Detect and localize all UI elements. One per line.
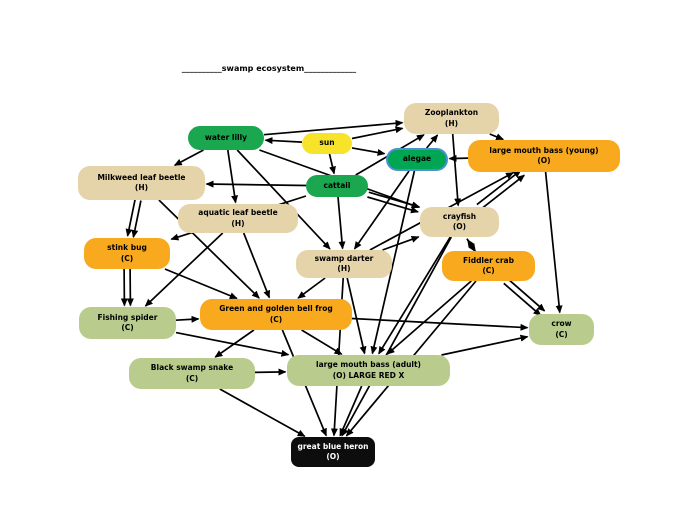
- node-cattail[interactable]: cattail: [306, 175, 368, 197]
- edge-milkweed-to-stinkbug: [131, 200, 142, 239]
- edge-bassadult-to-crow: [441, 334, 529, 356]
- edge-frog-to-snake: [214, 329, 255, 358]
- edge-milkweed-to-stinkbug: [125, 199, 136, 237]
- node-crow[interactable]: crow(C): [529, 314, 594, 345]
- edge-crayfish-to-bassyoung: [480, 174, 525, 211]
- edge-zooplankton-to-bassyoung: [489, 133, 505, 141]
- edge-fiddler-to-bassadult: [386, 280, 472, 355]
- node-crayfish[interactable]: crayfish(O): [420, 207, 499, 237]
- node-label: crow: [551, 319, 572, 329]
- node-label: Green and golden bell frog: [219, 304, 333, 314]
- edge-darter-to-frog: [297, 277, 326, 299]
- node-sublabel: (H): [134, 183, 149, 192]
- node-label: large mouth bass (young): [489, 145, 599, 155]
- node-label: water lilly: [204, 132, 248, 142]
- node-sublabel: (O): [326, 452, 340, 461]
- edge-milkweed-to-frog: [158, 199, 260, 299]
- edge-snake-to-heron: [219, 388, 306, 438]
- edge-stinkbug-to-frog: [164, 268, 238, 300]
- edge-crayfish-to-heron: [341, 236, 453, 437]
- node-sublabel: (O): [537, 156, 551, 165]
- edge-spider-to-bassadult: [175, 331, 290, 357]
- edge-frog-to-crow: [351, 317, 529, 331]
- edge-waterlily-to-aquaticbeetle: [226, 149, 239, 204]
- node-milkweed[interactable]: Milkweed leaf beetle(H): [78, 166, 205, 200]
- node-label: swamp darter: [314, 253, 374, 263]
- node-label: Fishing spider: [97, 312, 158, 322]
- node-heron[interactable]: great blue heron(O): [291, 437, 375, 467]
- edge-sun-to-alegae: [351, 147, 386, 156]
- edge-cattail-to-darter: [337, 196, 346, 250]
- edge-cattail-to-crayfish: [368, 191, 421, 209]
- node-label: Fiddler crab: [463, 255, 514, 265]
- node-snake[interactable]: Black swamp snake(C): [129, 358, 255, 389]
- node-label: stink bug: [107, 243, 147, 253]
- node-alegae[interactable]: alegae: [386, 148, 448, 171]
- edge-crayfish-to-bassadult: [378, 236, 452, 355]
- node-stinkbug[interactable]: stink bug(C): [84, 238, 170, 269]
- node-label: crayfish: [442, 211, 477, 221]
- node-label: great blue heron: [297, 441, 369, 451]
- node-label: Black swamp snake: [150, 363, 234, 373]
- edge-waterlily-to-zooplankton: [263, 119, 404, 136]
- node-sublabel: (C): [482, 266, 495, 275]
- edge-alegae-to-zooplankton: [426, 134, 439, 149]
- edge-snake-to-bassadult: [254, 368, 287, 376]
- diagram-title: __________swamp ecosystem_____________: [181, 64, 357, 73]
- node-bassyoung[interactable]: large mouth bass (young)(O): [468, 140, 620, 172]
- edge-darter-to-bassadult: [346, 277, 367, 355]
- node-aquaticbeetle[interactable]: aquatic leaf beetle(H): [178, 204, 298, 233]
- edge-bassyoung-to-crow: [544, 171, 563, 314]
- edge-aquaticbeetle-to-spider: [144, 232, 224, 307]
- node-sublabel: (C): [120, 253, 134, 263]
- node-zooplankton[interactable]: Zooplankton(H): [404, 103, 499, 134]
- edge-spider-to-frog: [175, 315, 200, 323]
- edge-zooplankton-to-crayfish: [451, 133, 462, 207]
- node-label: cattail: [323, 180, 351, 190]
- node-label: alegae: [402, 154, 432, 164]
- edge-cattail-to-milkweed: [205, 180, 307, 188]
- edge-fiddler-to-crow: [503, 282, 542, 316]
- edge-sun-to-zooplankton: [351, 126, 404, 140]
- edge-crayfish-to-bassyoung: [476, 169, 522, 206]
- node-sun[interactable]: sun: [302, 133, 352, 154]
- node-sublabel: (O): [452, 222, 467, 231]
- node-sublabel: (H): [231, 218, 245, 228]
- node-fiddler[interactable]: Fiddler crab(C): [442, 251, 535, 281]
- node-label: Zooplankton: [424, 108, 479, 118]
- edge-aquaticbeetle-to-frog: [242, 232, 271, 299]
- node-sublabel: (O) LARGE RED X: [332, 370, 405, 380]
- node-sublabel: (H): [444, 118, 459, 128]
- node-sublabel: (C): [555, 329, 568, 339]
- node-label: sun: [319, 138, 335, 148]
- node-sublabel: (C): [121, 323, 134, 332]
- node-spider[interactable]: Fishing spider(C): [79, 307, 176, 339]
- node-label: aquatic leaf beetle: [198, 208, 278, 218]
- edge-sun-to-waterlily: [264, 137, 303, 145]
- edge-alegae-to-bassadult: [370, 170, 416, 355]
- node-label: large mouth bass (adult): [316, 360, 421, 370]
- edge-bassadult-to-heron: [339, 385, 363, 437]
- edge-frog-to-bassadult: [301, 329, 343, 355]
- edge-waterlily-to-milkweed: [173, 149, 204, 167]
- edge-bassyoung-to-alegae: [448, 154, 469, 162]
- edge-waterlily-to-darter: [236, 149, 331, 250]
- node-waterlily[interactable]: water lilly: [188, 126, 264, 150]
- node-sublabel: (C): [269, 314, 283, 324]
- edge-cattail-to-crayfish: [367, 196, 419, 214]
- edge-fiddler-to-crayfish: [466, 239, 477, 254]
- node-sublabel: (H): [337, 264, 351, 273]
- node-bassadult[interactable]: large mouth bass (adult)(O) LARGE RED X: [287, 355, 450, 386]
- edge-darter-to-crayfish: [382, 235, 420, 251]
- edge-fiddler-to-crow: [507, 278, 546, 312]
- node-frog[interactable]: Green and golden bell frog(C): [200, 299, 352, 330]
- node-sublabel: (C): [185, 373, 199, 383]
- edge-sun-to-cattail: [328, 153, 336, 175]
- node-label: Milkweed leaf beetle: [97, 172, 186, 182]
- node-darter[interactable]: swamp darter(H): [296, 250, 392, 278]
- edge-alegae-to-darter: [353, 170, 410, 250]
